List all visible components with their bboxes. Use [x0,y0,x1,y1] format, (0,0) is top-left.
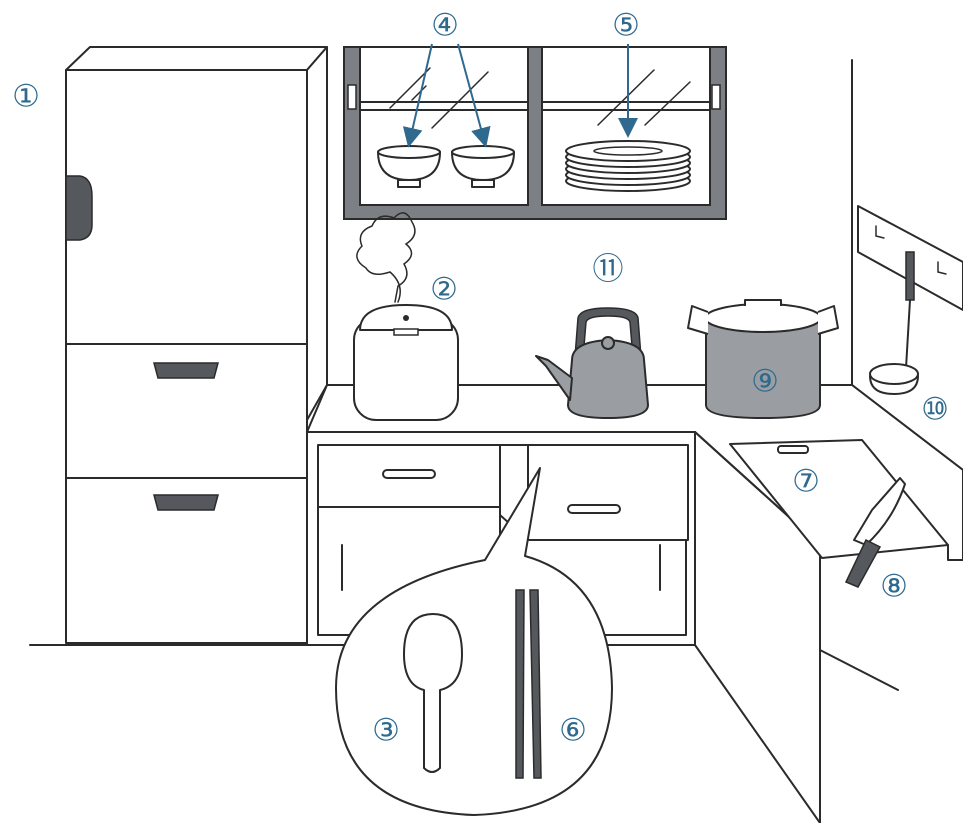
label-plates: ⑤ [612,11,640,42]
label-knife: ⑧ [880,572,908,603]
label-ladle: ⑩ [921,395,949,426]
label-rice-cooker: ② [430,275,458,306]
label-chopsticks: ⑥ [559,716,587,747]
label-pot: ⑨ [751,367,779,398]
rice-cooker [354,213,458,420]
pot [688,300,838,418]
label-rice-paddle: ③ [372,716,400,747]
plates [566,141,690,191]
label-kettle: ⑪ [593,255,624,286]
label-rice-bowls: ④ [431,11,459,42]
refrigerator [66,47,327,643]
wall-cabinet [344,47,726,219]
label-cutting-board: ⑦ [792,467,820,498]
label-refrigerator: ① [12,82,40,113]
utensil-rack [858,206,963,394]
